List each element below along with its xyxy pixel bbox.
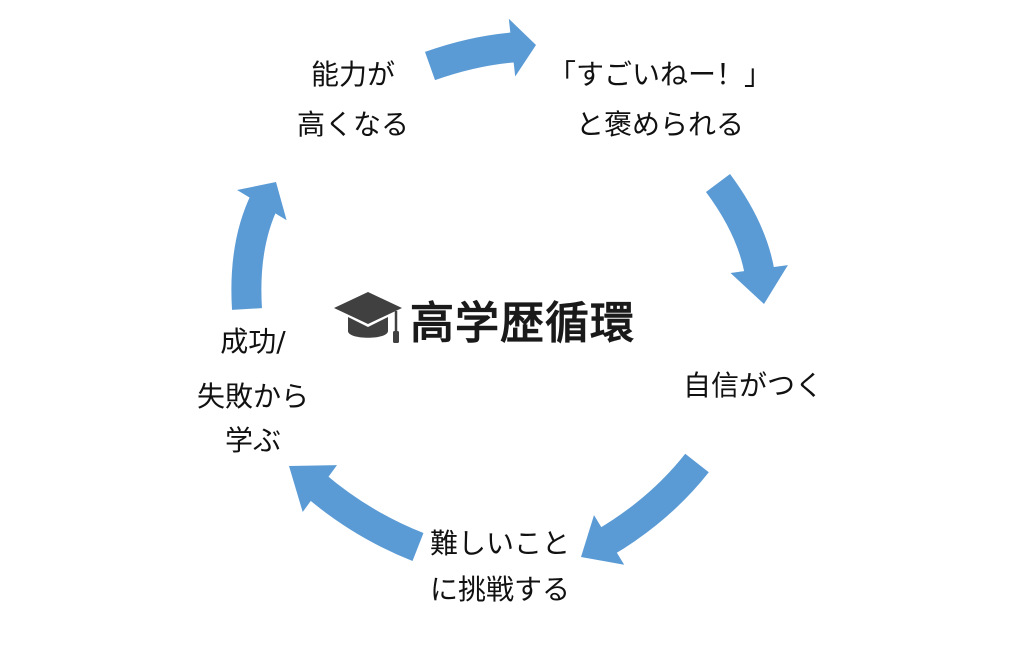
- step-confidence-line1: 自信がつく: [682, 369, 823, 402]
- step-ability-up-line2: 高くなる: [296, 108, 409, 141]
- step-challenge-line2: に挑戦する: [429, 573, 570, 606]
- step-praised-line2: と褒められる: [575, 108, 744, 141]
- page-title: 高学歴循環: [410, 298, 635, 349]
- arrow-learn-to-ability-head: [237, 182, 287, 221]
- arrow-praise-to-confidence-head: [730, 265, 788, 304]
- arrow-ability-to-praise-head: [508, 18, 536, 77]
- step-learn-line3: 学ぶ: [224, 424, 281, 457]
- graduation-cap-icon: [334, 292, 402, 343]
- arrow-challenge-to-learn-head: [289, 465, 337, 512]
- arrow-confidence-to-challenge-shaft: [596, 453, 709, 556]
- center-title-group: 高学歴循環: [332, 288, 635, 350]
- step-confidence: 自信がつく: [658, 362, 848, 410]
- arrow-confidence-to-challenge-head: [581, 515, 625, 565]
- step-ability-up-line1: 能力が: [310, 58, 395, 91]
- step-challenge: 難しいこと に挑戦する: [405, 521, 595, 613]
- step-ability-up: 能力が 高くなる: [278, 50, 428, 150]
- arrow-praise-to-confidence-shaft: [705, 174, 775, 278]
- step-praised: 「すごいねー！」 と褒められる: [520, 50, 800, 150]
- arrow-learn-to-ability-shaft: [231, 193, 279, 310]
- step-learn: 成功/ 失敗から 学ぶ: [178, 314, 328, 458]
- step-praised-line1: 「すごいねー！」: [547, 58, 772, 91]
- step-learn-line2: 失敗から: [196, 380, 309, 413]
- step-learn-line1: 成功/: [220, 325, 286, 358]
- arrow-challenge-to-learn-shaft: [305, 473, 424, 561]
- step-challenge-line1: 難しいこと: [429, 527, 570, 560]
- arrow-ability-to-praise-shaft: [424, 32, 520, 81]
- cycle-arrows: [231, 18, 788, 565]
